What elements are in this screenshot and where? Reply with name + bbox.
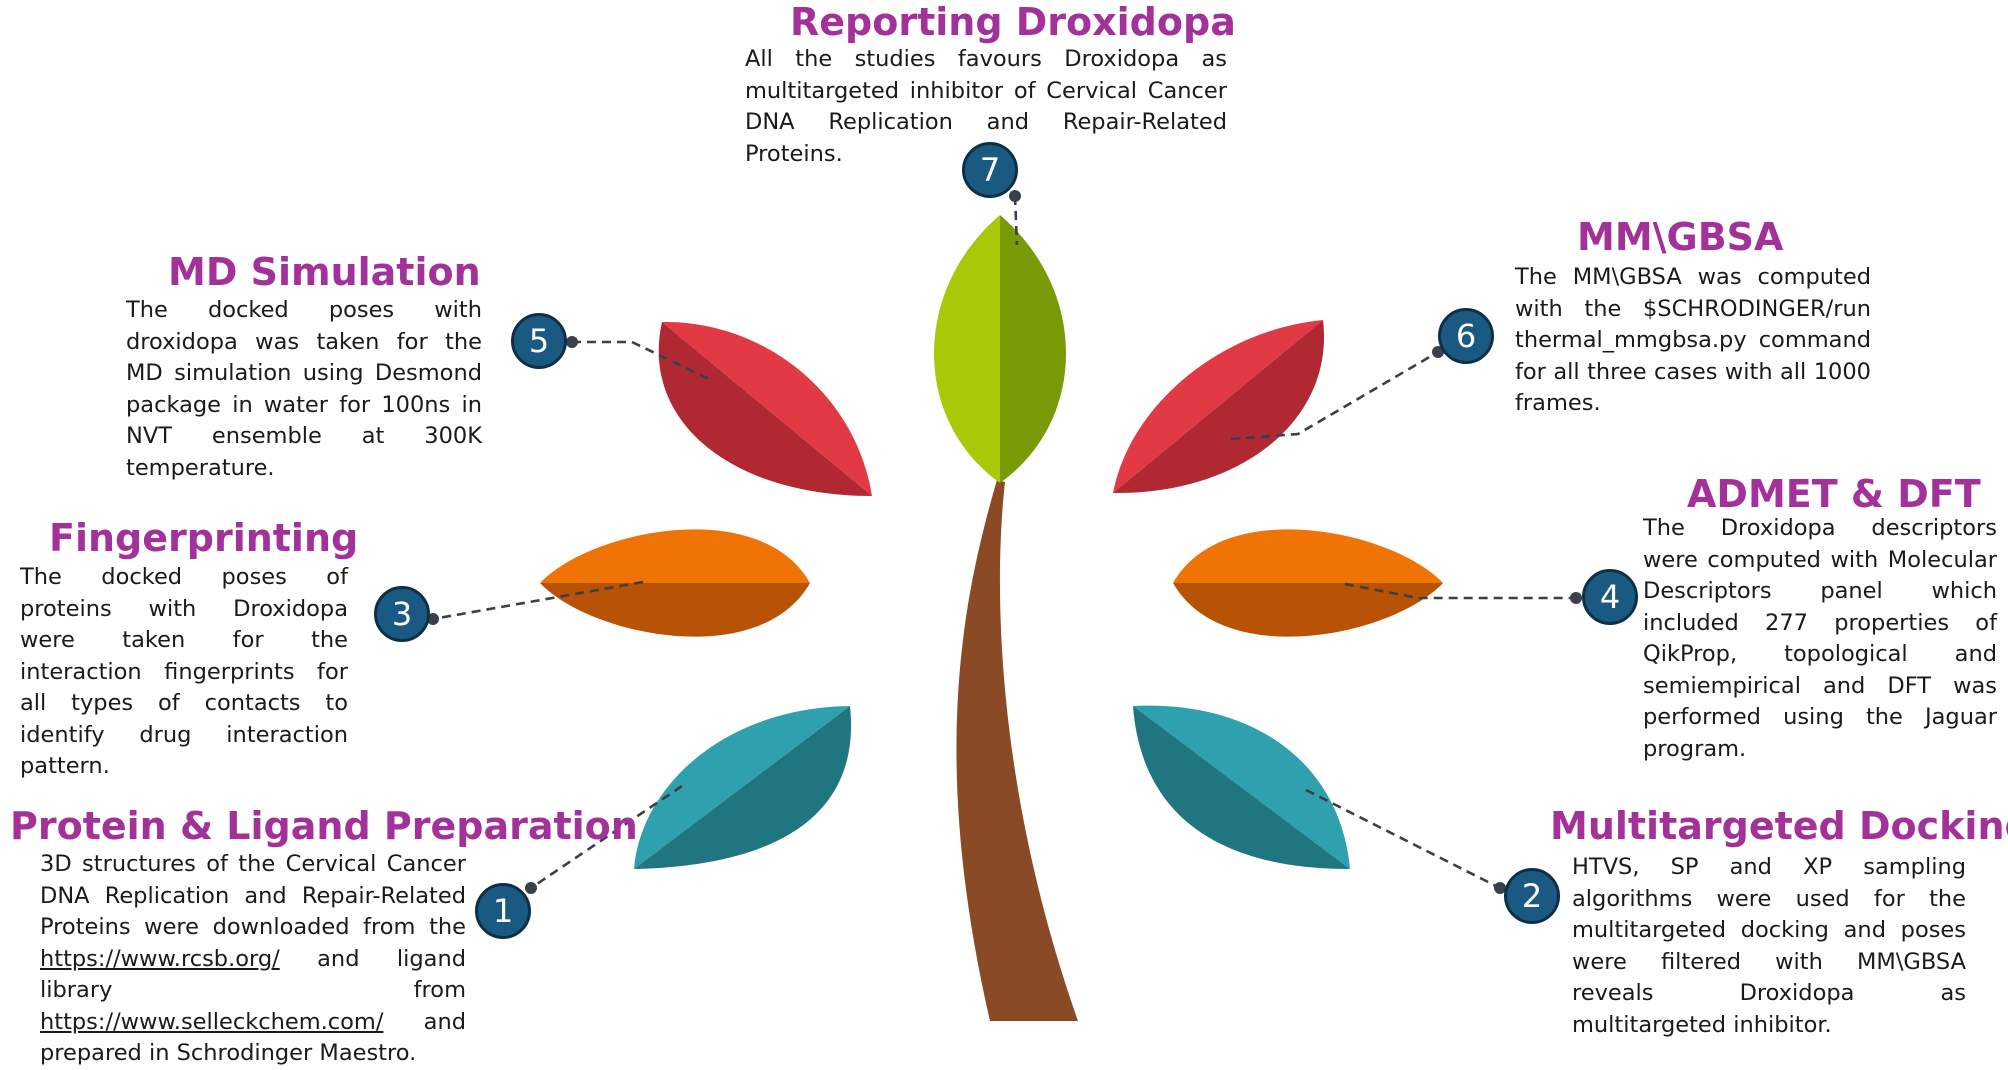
leaf-mmgbsa <box>1113 320 1325 494</box>
badge-2: 2 <box>1504 868 1560 924</box>
leaf-docking <box>1133 705 1350 869</box>
desc-mmgbsa: The MM\GBSA was computed with the $SCHRO… <box>1515 264 1871 416</box>
leaf-md-simulation <box>658 321 872 496</box>
desc-preparation: 3D structures of the Cervical Cancer DNA… <box>40 849 466 1070</box>
desc-reporting: All the studies favours Droxidopa as mul… <box>745 46 1227 167</box>
badge-3: 3 <box>374 586 430 642</box>
title-md-simulation: MD Simulation <box>168 250 481 294</box>
title-reporting: Reporting Droxidopa <box>790 0 1236 44</box>
connector-1 <box>530 784 683 890</box>
desc-md-simulation: The docked poses with droxidopa was take… <box>126 297 482 481</box>
desc-preparation-part2: and ligand library from <box>40 945 466 1004</box>
desc-docking: HTVS, SP and XP sampling algorithms were… <box>1572 854 1966 1038</box>
title-fingerprinting: Fingerprinting <box>49 516 359 560</box>
title-docking: Multitargeted Docking <box>1550 804 2008 848</box>
desc-preparation-part3: and prepared in Schrodinger Maestro. <box>40 1008 466 1067</box>
desc-admet-dft: The Droxidopa descriptors were computed … <box>1643 515 1997 762</box>
connector-2 <box>1305 788 1501 890</box>
desc-fingerprinting: The docked poses of proteins with Droxid… <box>20 564 348 779</box>
rcsb-link[interactable]: https://www.rcsb.org/ <box>40 945 280 972</box>
leaf-fingerprinting <box>540 529 810 637</box>
selleckchem-link[interactable]: https://www.selleckchem.com/ <box>40 1008 384 1035</box>
badge-5: 5 <box>511 313 567 369</box>
leaf-preparation <box>634 706 852 869</box>
connector-5 <box>572 340 712 382</box>
title-preparation: Protein & Ligand Preparation <box>10 804 638 848</box>
badge-7: 7 <box>962 142 1018 198</box>
tree-stem <box>956 480 1078 1021</box>
title-admet-dft: ADMET & DFT <box>1687 472 1981 516</box>
connector-7 <box>1013 195 1019 246</box>
title-mmgbsa: MM\GBSA <box>1577 215 1784 259</box>
badge-6: 6 <box>1438 308 1494 364</box>
leaf-admet-dft <box>1173 529 1443 637</box>
badge-1: 1 <box>475 883 531 939</box>
connector-3 <box>432 580 644 621</box>
leaf-reporting <box>934 215 1066 483</box>
badge-4: 4 <box>1582 569 1638 625</box>
connector-6 <box>1230 350 1439 441</box>
desc-preparation-part1: 3D structures of the Cervical Cancer DNA… <box>40 851 466 940</box>
